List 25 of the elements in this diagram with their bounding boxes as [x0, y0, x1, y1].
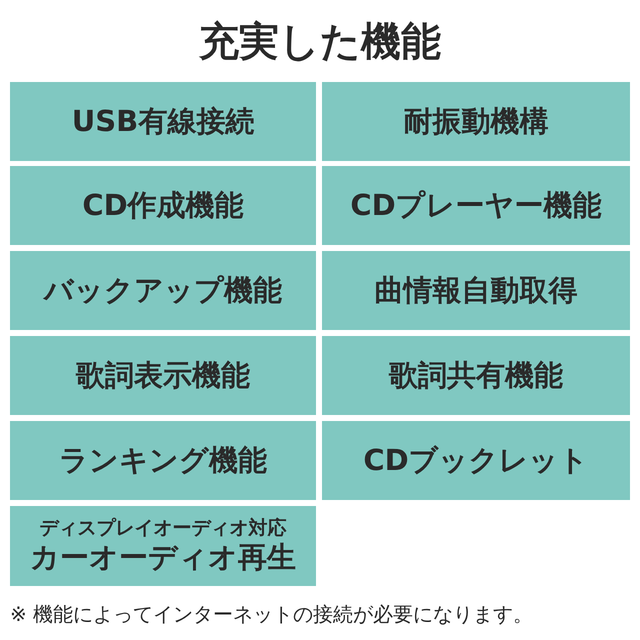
feature-label: 耐振動機構	[404, 104, 548, 139]
feature-label: 歌詞共有機能	[389, 358, 563, 393]
feature-box	[322, 336, 630, 415]
feature-box	[322, 82, 630, 161]
feature-box	[322, 251, 630, 330]
feature-box	[10, 166, 316, 245]
feature-label: CD作成機能	[82, 188, 244, 223]
title: 充実した機能	[198, 18, 442, 67]
feature-box	[10, 336, 316, 415]
feature-label: カーオーディオ再生	[30, 540, 296, 575]
feature-label: 曲情報自動取得	[374, 273, 578, 308]
feature-box	[10, 506, 316, 586]
feature-box	[10, 82, 316, 161]
footnote: ※ 機能によってインターネットの接続が必要になります。	[10, 601, 534, 628]
feature-box	[322, 421, 630, 500]
feature-label: CDブックレット	[363, 443, 589, 478]
feature-label: バックアップ機能	[44, 273, 282, 308]
feature-box	[322, 166, 630, 245]
feature-box	[10, 421, 316, 500]
feature-box	[10, 251, 316, 330]
feature-label: CDプレーヤー機能	[350, 188, 602, 223]
feature-label: 歌詞表示機能	[76, 358, 250, 393]
feature-subtitle: ディスプレイオーディオ対応	[40, 517, 286, 540]
feature-label: USB有線接続	[72, 104, 254, 139]
feature-label: ランキング機能	[59, 443, 267, 478]
